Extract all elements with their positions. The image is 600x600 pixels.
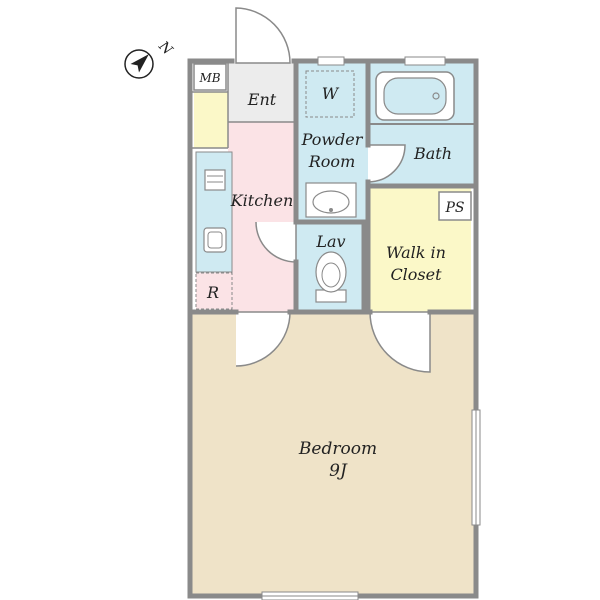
entrance-label: Ent bbox=[247, 90, 277, 109]
refrigerator-space bbox=[195, 272, 233, 310]
toilet bbox=[315, 251, 347, 303]
thin-partitions bbox=[192, 63, 296, 149]
entrance-door bbox=[235, 7, 291, 64]
bedroom-window-right bbox=[471, 409, 481, 526]
bath-window bbox=[404, 56, 446, 66]
closet-door bbox=[369, 311, 431, 373]
bath-label: Bath bbox=[413, 144, 452, 163]
kitchen-area bbox=[228, 122, 296, 312]
bathtub bbox=[375, 71, 455, 121]
bedroom-door-left bbox=[235, 311, 291, 367]
bath-door bbox=[367, 144, 406, 183]
powder-window bbox=[317, 56, 345, 66]
bedroom-label-2: 9J bbox=[329, 461, 348, 481]
sink bbox=[305, 182, 357, 218]
mb-label: MB bbox=[198, 71, 220, 85]
powder-room-label-1: Powder bbox=[301, 130, 364, 149]
walk-in-closet-label-1: Walk in bbox=[386, 243, 446, 262]
entrance-area bbox=[228, 63, 296, 122]
storage-area bbox=[194, 92, 228, 148]
ps-label: PS bbox=[444, 200, 464, 216]
lavatory-label: Lav bbox=[315, 232, 345, 251]
compass-icon bbox=[124, 49, 154, 79]
kitchen-sink bbox=[203, 227, 227, 253]
mb-box bbox=[193, 63, 227, 91]
walls bbox=[187, 58, 479, 599]
kitchen-door bbox=[255, 221, 297, 263]
washer-label: W bbox=[322, 84, 340, 103]
kitchen-label: Kitchen bbox=[230, 191, 294, 210]
bedroom-window-bottom bbox=[261, 591, 359, 600]
refrigerator-label: R bbox=[206, 283, 219, 302]
bedroom-label-1: Bedroom bbox=[298, 439, 377, 459]
walk-in-closet-label-2: Closet bbox=[390, 265, 442, 284]
compass-north-label: N bbox=[155, 38, 176, 59]
washer-space bbox=[305, 70, 355, 118]
powder-room-label-2: Room bbox=[308, 152, 355, 171]
ps-box bbox=[438, 191, 472, 221]
stove bbox=[204, 169, 226, 191]
